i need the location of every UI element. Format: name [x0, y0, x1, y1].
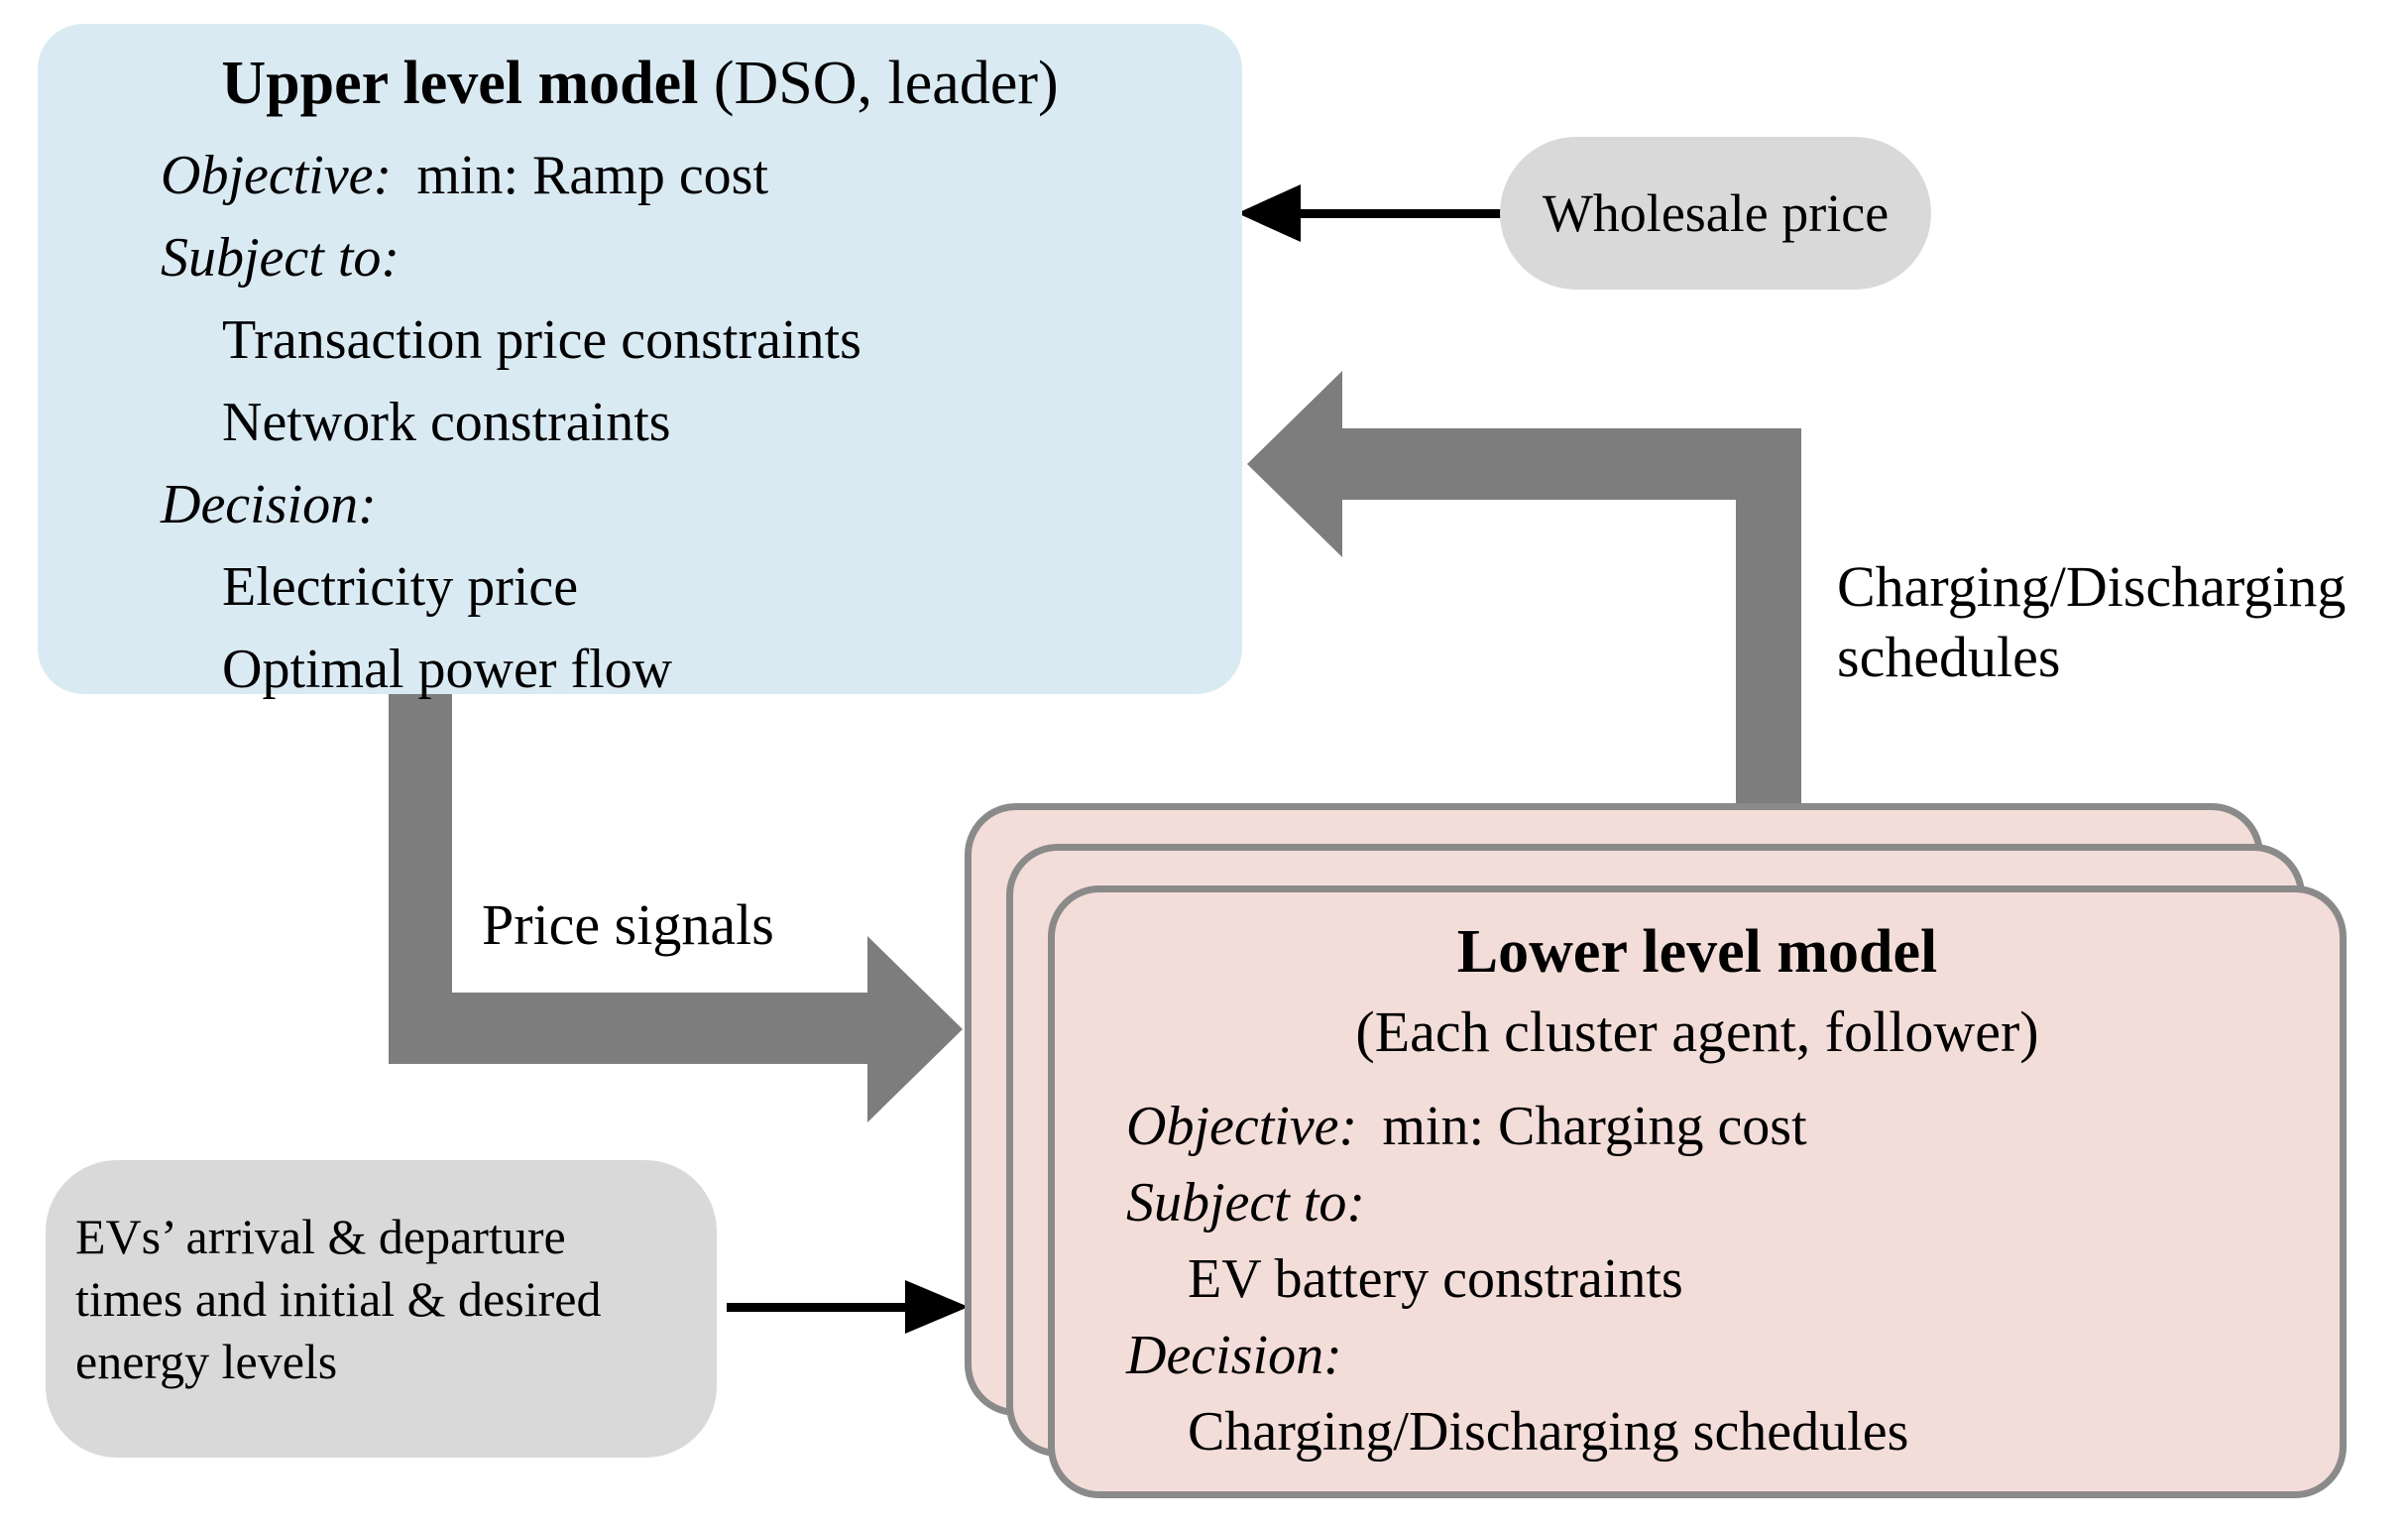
price-signals-label: Price signals — [482, 892, 774, 957]
wholesale-price-arrow-head — [1237, 184, 1301, 242]
lower-decision-line: Decision: — [1126, 1318, 1908, 1394]
charging-schedules-arrow-shaft — [1338, 428, 1801, 500]
lower-objective-line: Objective: min: Charging cost — [1126, 1089, 1908, 1165]
ev-info-line: EVs’ arrival & departure — [75, 1209, 566, 1264]
upper-box-body: Objective: min: Ramp cost Subject to: Tra… — [161, 135, 861, 711]
upper-box-title-main: Upper level model — [221, 50, 699, 117]
charging-schedules-label-line: Charging/Discharging — [1837, 554, 2347, 619]
lower-box-body: Objective: min: Charging cost Subject to:… — [1126, 1089, 1908, 1470]
price-signals-arrow-shaft — [389, 993, 871, 1064]
upper-objective-label: Objective: — [161, 145, 393, 206]
upper-decision-label: Decision: — [161, 474, 377, 535]
ev-info-line: energy levels — [75, 1334, 338, 1389]
upper-decision-item: Electricity price — [222, 556, 579, 618]
upper-constraint-item: Network constraints — [222, 392, 671, 453]
upper-subject-to-line: Subject to: — [161, 217, 861, 299]
lower-box-subtitle: (Each cluster agent, follower) — [1355, 999, 2039, 1064]
upper-objective-line: Objective: min: Ramp cost — [161, 135, 861, 217]
upper-subject-to-label: Subject to: — [161, 227, 401, 289]
upper-objective-value: min: Ramp cost — [416, 145, 769, 206]
ev-info-line: times and initial & desired — [75, 1271, 602, 1327]
lower-level-model-box-front: Lower level model (Each cluster agent, f… — [1048, 885, 2347, 1498]
lower-box-title-main: Lower level model — [1456, 918, 1938, 986]
upper-level-model-box: Upper level model (DSO, leader) Objectiv… — [38, 24, 1242, 700]
lower-decision-item: Charging/Discharging schedules — [1188, 1401, 1909, 1463]
upper-box-title-suffix: (DSO, leader) — [698, 50, 1059, 117]
charging-schedules-arrow-vertical — [1736, 428, 1801, 805]
lower-subject-to-label: Subject to: — [1126, 1172, 1366, 1233]
lower-decision-label: Decision: — [1126, 1325, 1342, 1386]
charging-schedules-label: Charging/Discharging schedules — [1837, 551, 2346, 692]
lower-box-title: Lower level model — [1055, 892, 2340, 986]
lower-objective-label: Objective: — [1126, 1096, 1358, 1157]
wholesale-price-text: Wholesale price — [1542, 183, 1890, 243]
ev-info-arrow-head — [905, 1280, 969, 1334]
charging-schedules-label-line: schedules — [1837, 625, 2061, 689]
upper-decision-line: Decision: — [161, 464, 861, 546]
wholesale-price-arrow-shaft — [1291, 209, 1503, 218]
lower-constraint-item: EV battery constraints — [1188, 1248, 1683, 1310]
charging-schedules-arrow-head — [1247, 371, 1342, 557]
upper-constraint-item: Transaction price constraints — [222, 309, 861, 371]
lower-objective-value: min: Charging cost — [1382, 1096, 1807, 1157]
wholesale-price-bubble: Wholesale price — [1500, 137, 1931, 290]
upper-box-title: Upper level model (DSO, leader) — [38, 24, 1242, 117]
upper-decision-item: Optimal power flow — [222, 639, 673, 700]
price-signals-arrow-head — [867, 936, 963, 1122]
ev-info-bubble: EVs’ arrival & departure times and initi… — [46, 1160, 717, 1458]
ev-info-arrow-shaft — [727, 1303, 911, 1312]
lower-subject-to-line: Subject to: — [1126, 1165, 1908, 1241]
